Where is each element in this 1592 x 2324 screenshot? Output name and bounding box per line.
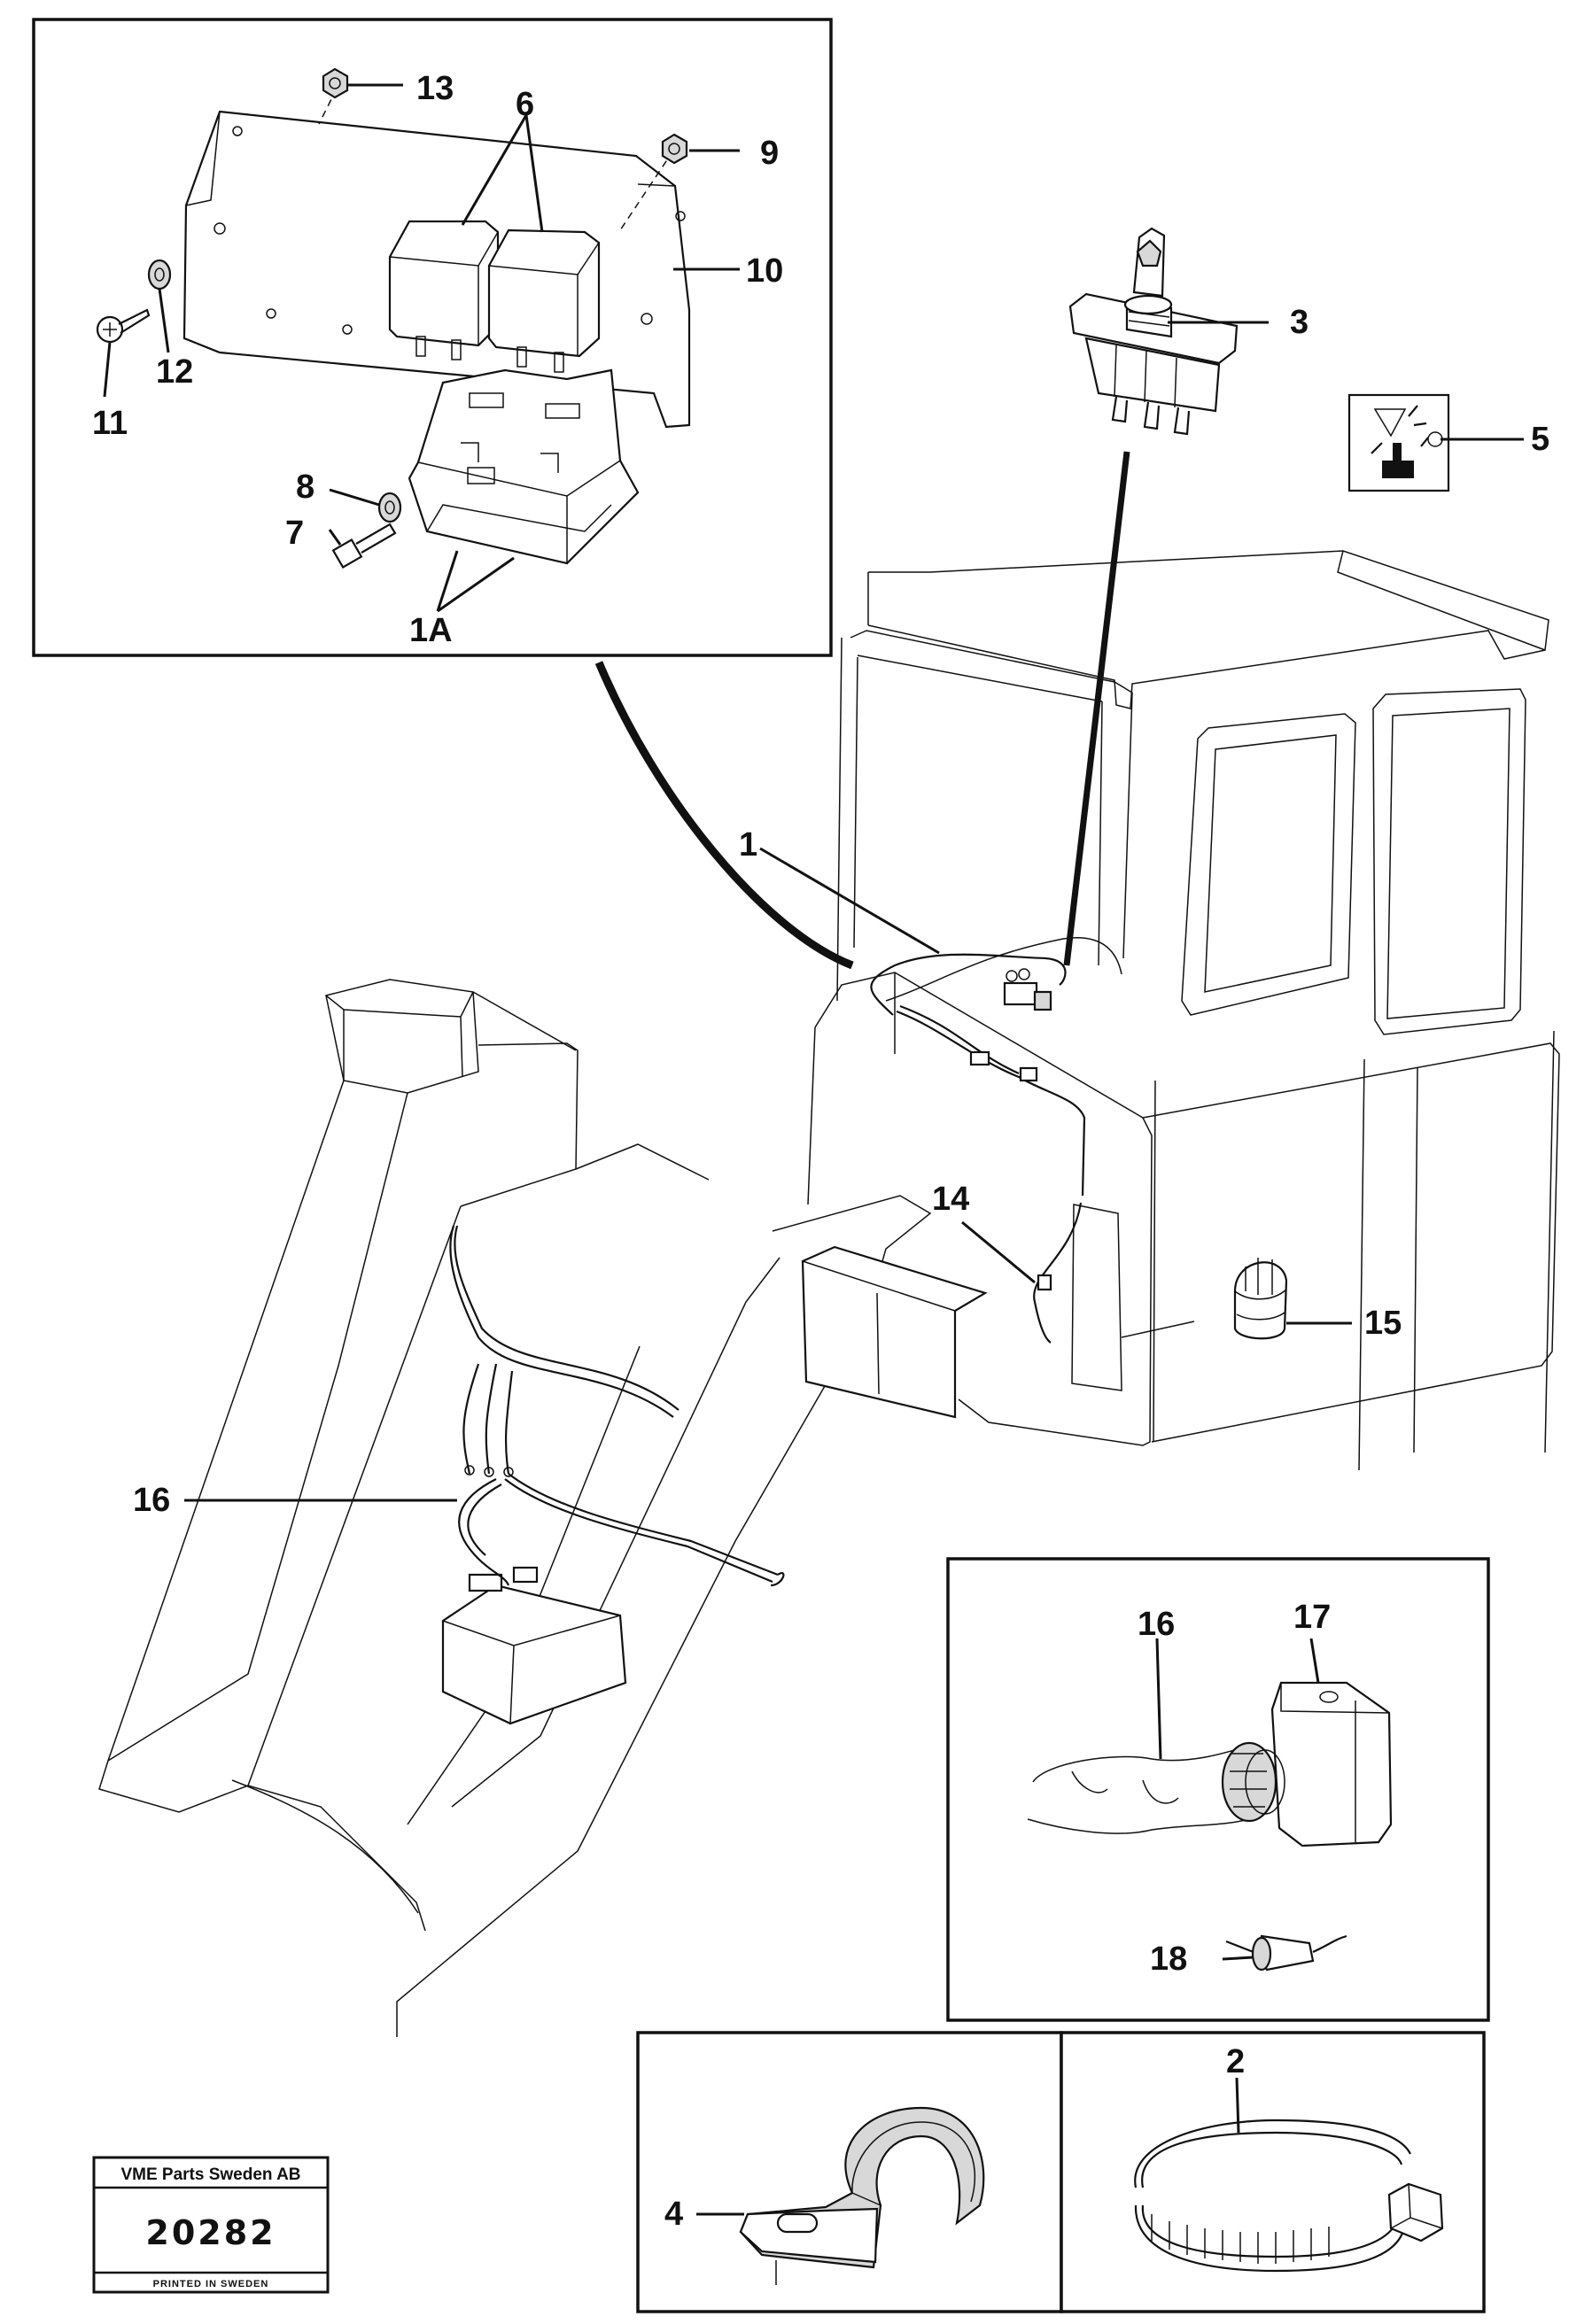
label-15: 15: [1364, 1305, 1402, 1342]
label-7: 7: [285, 515, 304, 552]
toggle-switch: [1068, 227, 1239, 436]
label-2: 2: [1226, 2043, 1245, 2080]
label-12: 12: [156, 353, 193, 391]
label-18: 18: [1150, 1941, 1187, 1978]
label-9: 9: [760, 135, 779, 172]
nut-13: [322, 67, 349, 99]
relay-base: [408, 368, 640, 565]
label-3: 3: [1290, 304, 1309, 341]
washer-12: [147, 259, 172, 290]
relay-panel-detail: [32, 18, 833, 657]
nut-9: [661, 133, 688, 165]
label-17: 17: [1293, 1599, 1331, 1636]
label-10: 10: [746, 252, 783, 290]
label-8: 8: [296, 469, 315, 506]
cable-tie-detail: [1060, 2031, 1486, 2313]
stamp-number: 20282: [145, 2213, 276, 2252]
label-6: 6: [516, 86, 534, 123]
screw-7: [331, 523, 397, 569]
label-4: 4: [664, 2196, 683, 2233]
clamp-detail: [636, 2031, 1063, 2313]
detail-callout-line: [594, 661, 854, 970]
label-1: 1: [739, 826, 757, 864]
connector-detail: [946, 1557, 1490, 2022]
loader-frame: [98, 979, 988, 2037]
diode-18: [1225, 1934, 1347, 1972]
warning-decal: [1347, 393, 1450, 492]
label-5: 5: [1531, 421, 1549, 458]
operator-cab: [807, 550, 1560, 1471]
connector-17: [1221, 1681, 1393, 1848]
stamp-company: VME Parts Sweden AB: [120, 2165, 300, 2184]
label-14: 14: [932, 1181, 969, 1218]
publisher-stamp: VME Parts Sweden AB 20282 PRINTED IN SWE…: [92, 2156, 330, 2294]
stamp-printed: PRINTED IN SWEDEN: [153, 2279, 269, 2289]
relay-left: [388, 220, 500, 360]
label-16-detail: 16: [1138, 1606, 1175, 1643]
washer-8: [377, 492, 402, 523]
rotating-beacon: [1233, 1258, 1288, 1340]
relay-right: [487, 229, 601, 373]
label-11: 11: [92, 405, 128, 442]
label-1A: 1A: [409, 612, 453, 649]
label-16: 16: [133, 1482, 170, 1519]
label-13: 13: [416, 70, 454, 107]
